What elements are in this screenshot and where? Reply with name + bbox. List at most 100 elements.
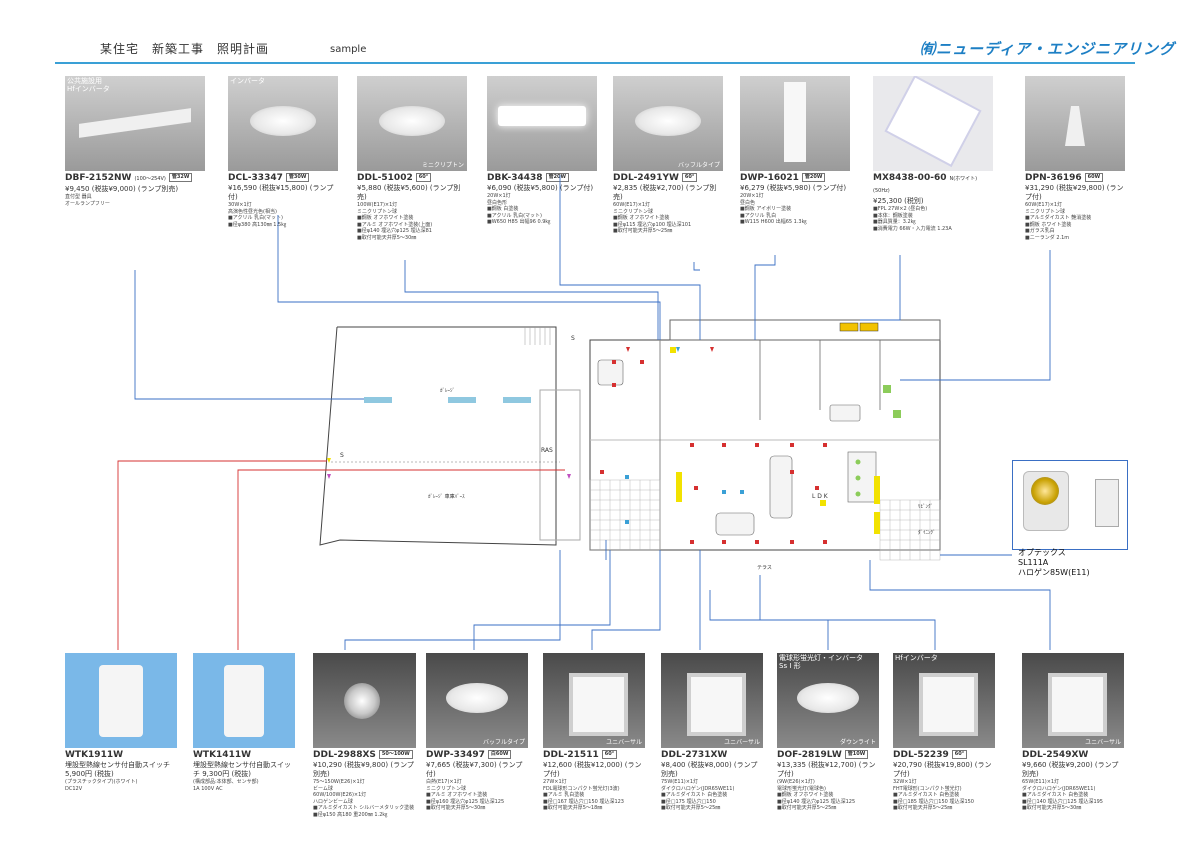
page-title: 某住宅 新築工事 照明計画 bbox=[100, 42, 270, 56]
bottom-model-4: DDL-21511 bbox=[543, 750, 599, 760]
top-photo-4: バッフルタイプ bbox=[613, 76, 723, 171]
bottom-price-2: ¥10,290 (税抜¥9,800) (ランプ別売) bbox=[313, 761, 414, 778]
top-model-note-0: (100〜254V) bbox=[134, 176, 166, 182]
bottom-price-3: ¥7,665 (税抜¥7,300) (ランプ付) bbox=[426, 761, 523, 778]
top-photo-0: 公共施設用 Hfインバータ bbox=[65, 76, 205, 171]
bottom-model-7: DDL-52239 bbox=[893, 750, 949, 760]
top-photo-5 bbox=[740, 76, 850, 171]
bottom-price-4: ¥12,600 (税抜¥12,000) (ランプ付) bbox=[543, 761, 642, 778]
bottom-fixture-shape-4 bbox=[568, 673, 628, 736]
top-fixture-shape-7 bbox=[1065, 106, 1085, 146]
garage-outline bbox=[319, 326, 557, 546]
optex-spec: ハロゲン85W(E11) bbox=[1018, 568, 1090, 577]
top-model-note-6: N(ホワイト) (50Hz) bbox=[873, 176, 978, 194]
top-spec-7: 60W(E17)×1灯 ミニクリプトン球 ■アルミダイカスト 艶消塗装 ■鋼板 … bbox=[1025, 202, 1092, 241]
label-ras: RAS bbox=[541, 447, 553, 454]
bottom-type-label-3: バッフルタイプ bbox=[482, 739, 525, 746]
bottom-photo-2 bbox=[313, 653, 416, 748]
top-fixture-shape-4 bbox=[635, 106, 701, 136]
top-photo-6 bbox=[873, 76, 993, 171]
bottom-model-6: DOF-2819LW bbox=[777, 750, 842, 760]
top-model-0: DBF-2152NW bbox=[65, 173, 132, 183]
bottom-photo-0 bbox=[65, 653, 177, 748]
top-fixture-shape-1 bbox=[250, 106, 316, 136]
bottom-model-5: DDL-2731XW bbox=[661, 750, 728, 760]
top-badge-7: 60W bbox=[1084, 173, 1104, 182]
top-tag-0: 公共施設用 Hfインバータ bbox=[67, 77, 110, 93]
top-price-0: ¥9,450 (税抜¥9,000) (ランプ別売) bbox=[65, 185, 179, 193]
top-spec-0: 直付型 器具 オールランプフリー bbox=[65, 194, 110, 207]
top-price-6: ¥25,300 (税別) bbox=[873, 197, 924, 205]
top-spec-5: 20W×1灯 昼白色 ■鋼板 アイボリー塗装 ■アクリル 乳白 ■W115 H6… bbox=[740, 193, 807, 225]
top-fixture-shape-5 bbox=[784, 82, 806, 162]
bottom-badge-3: 白60W bbox=[487, 750, 512, 759]
top-tag-1: インバータ bbox=[230, 77, 265, 85]
bottom-price-5: ¥8,400 (税抜¥8,000) (ランプ別売) bbox=[661, 761, 758, 778]
top-spec-6: ■FPL 27W×2 (昼白色) ■本体：鋼板塗装 ■器具質量：3.2㎏ ■消費… bbox=[873, 206, 952, 232]
dining-table bbox=[847, 451, 877, 503]
label-terrace: テラス bbox=[757, 565, 772, 571]
top-model-3: DBK-34438 bbox=[487, 173, 543, 183]
top-spec-2: 100W(E17)×1灯 ミニクリプトン球 ■鋼板 オフホワイト塗装 ■アルミ … bbox=[357, 202, 433, 241]
bottom-fixture-shape-7 bbox=[918, 673, 978, 736]
bottom-spec-0: (プラスチックタイプ)(ホワイト) DC12V bbox=[65, 779, 138, 792]
label-dining: ﾀﾞｲﾆﾝｸﾞ bbox=[918, 530, 936, 536]
blue-wires bbox=[134, 175, 1051, 650]
bottom-tag-7: Hfインバータ bbox=[895, 654, 938, 662]
bottom-photo-3: バッフルタイプ bbox=[426, 653, 528, 748]
bottom-spec-1: (構成部品:本体部、センサ部) 1A 100V AC bbox=[193, 779, 259, 792]
bottom-fixture-shape-3 bbox=[446, 683, 508, 713]
bottom-tag-6: 電球形蛍光灯・インバータ Ss I 形 bbox=[779, 654, 863, 670]
top-badge-5: 管20W bbox=[801, 173, 826, 182]
label-living: ﾘﾋﾞﾝｸﾞ bbox=[918, 504, 934, 510]
bottom-model-3: DWP-33497 bbox=[426, 750, 485, 760]
top-price-1: ¥16,590 (税抜¥15,800) (ランプ付) bbox=[228, 184, 334, 201]
bottom-model-8: DDL-2549XW bbox=[1022, 750, 1089, 760]
top-photo-2: ミニクリプトン bbox=[357, 76, 467, 171]
bottom-fixture-shape-5 bbox=[686, 673, 746, 736]
top-price-7: ¥31,290 (税抜¥29,800) (ランプ付) bbox=[1025, 184, 1124, 201]
label-garage: ｶﾞﾚｰｼﾞ bbox=[440, 388, 456, 394]
bottom-spec-4: 27W×1灯 FDL電球形コンパクト蛍光灯(3波) ■アルミ 乳白塗装 ■径□1… bbox=[543, 779, 624, 811]
top-model-5: DWP-16021 bbox=[740, 173, 799, 183]
bottom-type-label-6: ダウンライト bbox=[839, 739, 876, 746]
bottom-model-0: WTK1911W bbox=[65, 750, 124, 760]
bottom-card-5: ユニバーサル DDL-2731XW¥8,400 (税抜¥8,000) (ランプ別売… bbox=[661, 653, 763, 812]
top-model-2: DDL-51002 bbox=[357, 173, 413, 183]
top-price-4: ¥2,835 (税抜¥2,700) (ランプ別売) bbox=[613, 184, 717, 201]
bottom-price-8: ¥9,660 (税抜¥9,200) (ランプ別売) bbox=[1022, 761, 1119, 778]
downlight-markers bbox=[327, 347, 827, 544]
bottom-fixture-shape-2 bbox=[343, 683, 380, 719]
top-model-1: DCL-33347 bbox=[228, 173, 283, 183]
bottom-price-0: 埋設型熱線センサ付自動スイッチ 5,900円 (税抜) bbox=[65, 761, 170, 778]
bottom-photo-8: ユニバーサル bbox=[1022, 653, 1124, 748]
label-garage-2: ｶﾞﾚｰｼﾞ 車庫ﾊﾞｰｽ bbox=[428, 494, 465, 500]
top-spec-3: 20W×1灯 昼白色形 ■鋼板 白塗装 ■アクリル 乳白(マット) ■W650 … bbox=[487, 193, 551, 225]
company-logo: ㈲ニューディア・エンジニアリング bbox=[920, 40, 1175, 58]
top-fixture-shape-2 bbox=[379, 106, 445, 136]
plan-fixtures bbox=[364, 322, 901, 534]
top-model-4: DDL-2491YW bbox=[613, 173, 679, 183]
optex-photo bbox=[1012, 460, 1128, 550]
bottom-type-label-5: ユニバーサル bbox=[724, 739, 760, 746]
header-divider bbox=[55, 62, 1135, 64]
top-spec-4: 60W(E17)×1灯 ミニクリプトン球 ■鋼板 オフホワイト塗装 ■径φ115… bbox=[613, 202, 692, 234]
top-spec-1: 30W×1灯 高演色性昼光色(相当) ■アクリル 乳白(マット) ■径φ380 … bbox=[228, 202, 287, 228]
label-ldk: L D K bbox=[812, 493, 828, 500]
top-model-6: MX8438-00-60 bbox=[873, 173, 947, 183]
sofa bbox=[769, 455, 793, 519]
top-price-5: ¥6,279 (税抜¥5,980) (ランプ付) bbox=[740, 184, 847, 192]
bottom-photo-7: Hfインバータ bbox=[893, 653, 995, 748]
red-wires bbox=[117, 460, 565, 650]
top-fixture-shape-3 bbox=[498, 106, 586, 126]
top-badge-2: 60° bbox=[415, 173, 432, 182]
